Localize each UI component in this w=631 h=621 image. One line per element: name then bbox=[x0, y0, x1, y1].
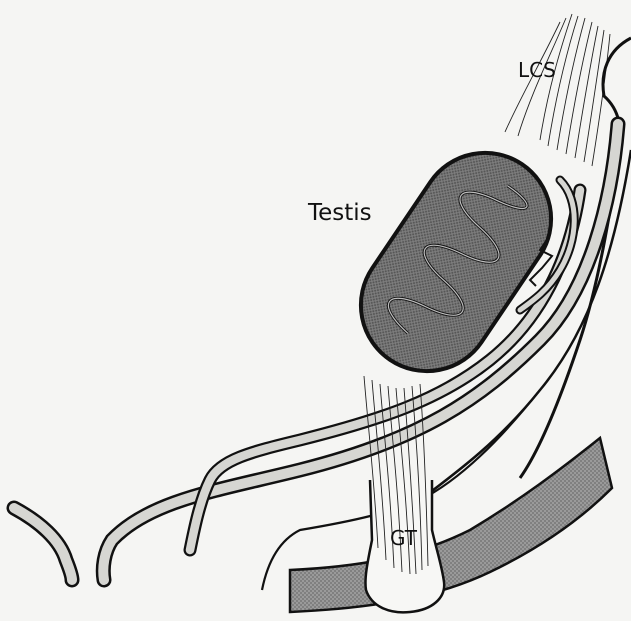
label-lcs: LCS bbox=[518, 58, 556, 82]
lcs-fibres bbox=[505, 14, 610, 166]
label-gt: GT bbox=[390, 526, 417, 550]
testis bbox=[335, 127, 576, 396]
duct-left-edge bbox=[14, 508, 72, 580]
label-testis: Testis bbox=[308, 200, 372, 226]
